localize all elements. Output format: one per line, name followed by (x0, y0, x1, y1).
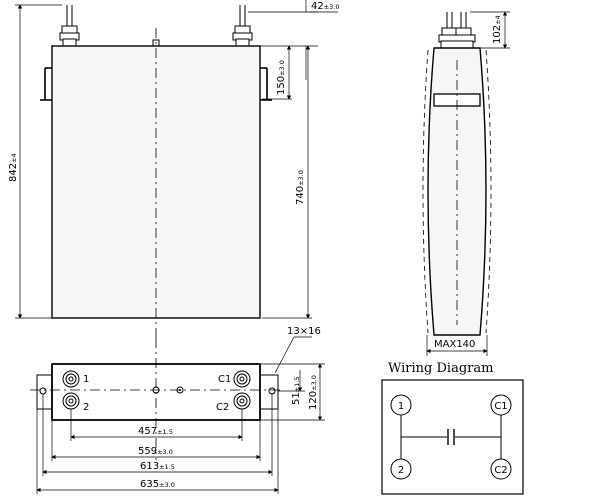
dim-635-tol: ±3.0 (159, 481, 175, 489)
dim-102-value: 102 (492, 25, 503, 44)
wiring-node-c2: C2 (494, 465, 507, 476)
side-body (427, 47, 487, 336)
dim-842-tol: ±4 (10, 153, 18, 163)
svg-text:150±3.0: 150±3.0 (276, 60, 287, 95)
dim-102-tol: ±4 (494, 15, 502, 25)
wiring-title: Wiring Diagram (388, 361, 493, 376)
dim-740-tol: ±3.0 (297, 170, 305, 186)
dim-150-value: 150 (276, 76, 287, 95)
wiring-node-2: 2 (398, 465, 404, 476)
terminal-c1 (233, 370, 251, 388)
svg-text:457±1.5: 457±1.5 (138, 426, 173, 437)
dim-613-tol: ±1.5 (159, 463, 175, 471)
wiring-node-1: 1 (398, 401, 404, 412)
wiring-diagram: Wiring Diagram 1 C1 2 C2 (381, 361, 524, 495)
svg-text:42±3.0: 42±3.0 (311, 1, 340, 12)
front-terminal-right (232, 5, 253, 47)
wiring-node-c1: C1 (494, 401, 507, 412)
terminal-label-c1: C1 (218, 374, 231, 385)
side-view: 102±4 MAX140 (422, 11, 510, 356)
dim-42-tol: ±3.0 (324, 3, 340, 11)
front-brackets (40, 67, 272, 101)
dim-457-value: 457 (138, 426, 157, 437)
svg-text:559±3.0: 559±3.0 (138, 446, 173, 457)
vent-plug (176, 386, 184, 394)
terminal-label-c2: C2 (216, 402, 229, 413)
terminal-label-1: 1 (83, 374, 89, 385)
dim-457-tol: ±1.5 (157, 428, 173, 436)
front-terminal-left (59, 5, 80, 47)
terminal-label-2: 2 (83, 402, 89, 413)
dim-559-tol: ±3.0 (157, 448, 173, 456)
dim-740-value: 740 (295, 186, 306, 205)
dim-150-tol: ±3.0 (278, 60, 286, 76)
svg-text:613±1.5: 613±1.5 (140, 461, 175, 472)
dim-120-tol: ±3.0 (310, 375, 318, 391)
dim-842-value: 842 (8, 163, 19, 182)
svg-text:102±4: 102±4 (492, 15, 503, 44)
svg-text:635±3.0: 635±3.0 (140, 479, 175, 490)
dim-559-value: 559 (138, 446, 157, 457)
svg-text:740±3.0: 740±3.0 (295, 170, 306, 205)
center-stud (152, 386, 160, 394)
terminal-1 (62, 370, 80, 388)
top-view: 1 2 C1 C2 13×16 51±1.5 120±3.0 457±1.5 5… (30, 326, 325, 494)
side-terminals (438, 12, 476, 50)
svg-text:120±3.0: 120±3.0 (308, 375, 319, 410)
svg-text:842±4: 842±4 (8, 153, 19, 182)
svg-text:51±1.5: 51±1.5 (291, 376, 302, 405)
dim-51-value: 51 (291, 392, 302, 405)
hole-note: 13×16 (287, 326, 321, 337)
dim-120-value: 120 (308, 391, 319, 410)
front-view: 42±3.0 150±3.0 740±3.0 842±4 (8, 0, 340, 340)
dim-635-value: 635 (140, 479, 159, 490)
dim-613-value: 613 (140, 461, 159, 472)
dim-51-tol: ±1.5 (293, 376, 301, 392)
dim-max140: MAX140 (434, 339, 475, 350)
dim-42-value: 42 (311, 1, 324, 12)
